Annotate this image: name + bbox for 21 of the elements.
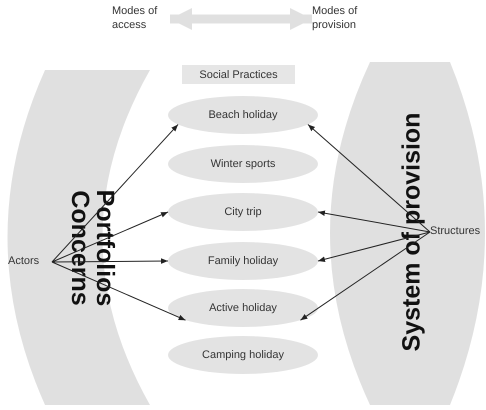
practice-ellipse: Active holiday bbox=[168, 289, 318, 327]
arrow bbox=[52, 262, 186, 321]
arrow bbox=[318, 232, 430, 262]
practice-ellipse: City trip bbox=[168, 193, 318, 231]
double-arrow bbox=[170, 8, 312, 30]
arrow bbox=[307, 124, 430, 232]
arrow bbox=[300, 232, 430, 321]
rotated-title: Portfolios Concerns bbox=[67, 188, 117, 308]
arrow bbox=[318, 210, 430, 232]
arrow bbox=[52, 212, 168, 262]
text-label: Modes of access bbox=[112, 4, 170, 34]
text-label: Modes of provision bbox=[312, 4, 380, 34]
practice-ellipse: Beach holiday bbox=[168, 96, 318, 134]
practice-ellipse: Family holiday bbox=[168, 242, 318, 280]
practice-ellipse: Winter sports bbox=[168, 145, 318, 183]
arrow bbox=[52, 258, 168, 264]
section-header: Social Practices bbox=[182, 65, 295, 84]
arrow bbox=[52, 124, 179, 262]
practice-ellipse: Camping holiday bbox=[168, 336, 318, 374]
text-label: Structures bbox=[430, 224, 486, 240]
text-label: Actors bbox=[8, 254, 52, 270]
